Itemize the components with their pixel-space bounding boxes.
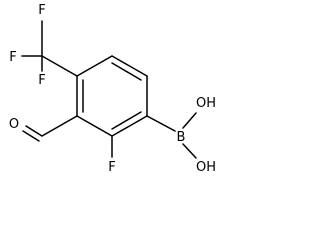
aldehyde-oxygen-label: O bbox=[9, 117, 19, 132]
ring-bond-c2-c3 bbox=[76, 55, 113, 77]
bond-carbonyl-outer bbox=[25, 125, 43, 137]
bond-ring-to-boron bbox=[146, 115, 176, 132]
bond-boron-to-oh-upper bbox=[182, 112, 197, 129]
bond-ring-to-cho bbox=[41, 115, 78, 137]
ring-fluorine-label: F bbox=[108, 160, 115, 175]
ring-bond-c1-c2 bbox=[111, 55, 148, 77]
bond-carbonyl-inner bbox=[22, 130, 40, 142]
cf3-fluorine-left-label: F bbox=[9, 50, 16, 65]
ring-bond-c5-c6-inner bbox=[111, 111, 142, 130]
trifluoromethyl-group: F F F bbox=[9, 3, 78, 88]
cf3-fluorine-top-label: F bbox=[38, 3, 45, 18]
boron-label: B bbox=[177, 130, 186, 145]
chemical-structure-diagram: F F F O F B OH OH bbox=[9, 3, 216, 175]
ring-bond-c5-c6 bbox=[111, 115, 148, 137]
boronic-acid-group: B OH OH bbox=[146, 96, 216, 175]
aldehyde-group: O bbox=[9, 115, 78, 142]
bond-boron-to-oh-lower bbox=[182, 143, 197, 159]
ring-fluorine-substituent: F bbox=[108, 135, 116, 175]
hydroxyl-upper-label: OH bbox=[196, 96, 216, 111]
bond-ring-to-cf3 bbox=[41, 55, 78, 77]
ring-bond-c4-c5 bbox=[76, 115, 113, 137]
cf3-fluorine-bottom-label: F bbox=[38, 73, 45, 88]
benzene-ring bbox=[76, 55, 148, 137]
ring-bond-c1-c2-inner bbox=[111, 62, 142, 81]
hydroxyl-lower-label: OH bbox=[196, 160, 216, 175]
